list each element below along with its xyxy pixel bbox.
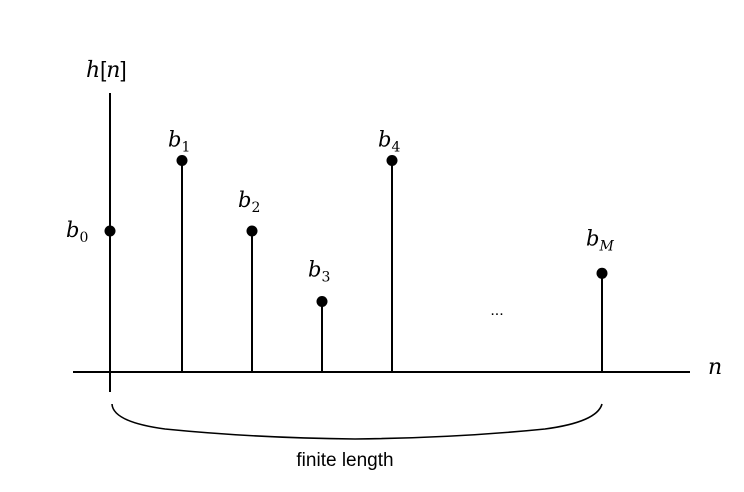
stem-label-subscript: 3 [321, 270, 330, 286]
stem-dot [104, 225, 116, 237]
stem-label-subscript: 1 [181, 140, 190, 156]
stem-label-base: b [66, 218, 79, 242]
stem-label-subscript: 4 [391, 140, 400, 156]
finite-length-brace [111, 403, 603, 440]
stem-label: b3 [308, 258, 330, 286]
stem-dot [316, 296, 328, 307]
stem-dot [596, 267, 608, 279]
x-axis-label: n [708, 355, 722, 380]
stem-dot [386, 155, 398, 166]
stem-label: b2 [238, 188, 260, 216]
ellipsis-text: ... [490, 302, 503, 319]
stem-label-subscript: M [598, 238, 614, 254]
stem-label-base: b [308, 258, 321, 282]
stem-label-base: b [378, 128, 391, 152]
stem-label: b4 [378, 128, 400, 156]
stem-dot [246, 225, 258, 237]
stem-label-base: b [586, 226, 599, 250]
stem-label: b0 [66, 218, 88, 246]
brace-label: finite length [296, 450, 393, 471]
stem-label-subscript: 0 [79, 230, 88, 246]
stem-dot [176, 155, 188, 166]
stem-label-base: b [168, 128, 181, 152]
stem-label-base: b [238, 188, 251, 212]
y-axis-label: h[n] [86, 57, 127, 83]
stem-label: b1 [168, 128, 190, 156]
stem-label-subscript: 2 [251, 200, 260, 216]
stem-label: bM [586, 226, 614, 254]
